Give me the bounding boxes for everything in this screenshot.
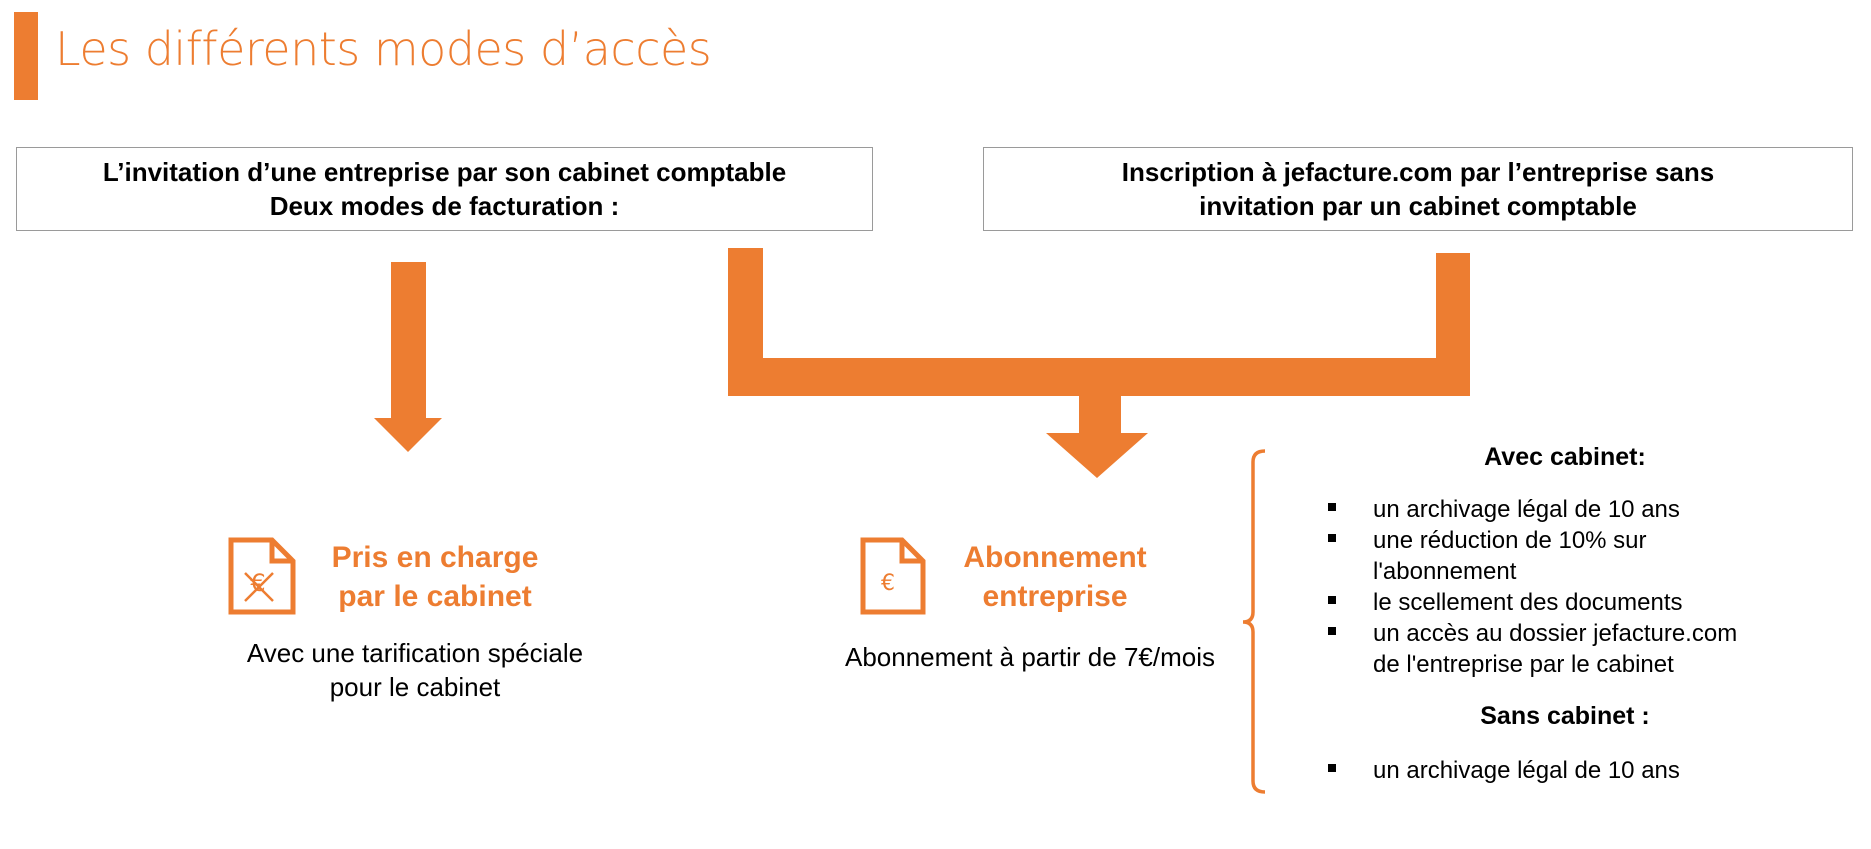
center-down-arrow (1046, 396, 1148, 478)
invitation-box-line2: Deux modes de facturation : (269, 191, 620, 221)
list-item: un archivage légal de 10 ans (1328, 755, 1828, 786)
option-entreprise-title-line1: Abonnement (963, 541, 1147, 574)
option-entreprise-description: Abonnement à partir de 7€/mois (845, 642, 1215, 672)
bullet-icon (1328, 764, 1336, 772)
option-cabinet-title: Pris en charge par le cabinet (310, 538, 560, 616)
bullet-icon (1328, 503, 1336, 511)
self-signup-box: Inscription à jefacture.com par l’entrep… (983, 147, 1853, 231)
sans-cabinet-list: un archivage légal de 10 ans (1328, 755, 1828, 786)
list-item-text-cont: l'abonnement (1373, 558, 1517, 585)
page-title: Les différents modes d’accès (55, 22, 712, 76)
option-cabinet-title-line2: par le cabinet (338, 580, 532, 613)
title-accent-bar (14, 12, 38, 100)
avec-cabinet-list: un archivage légal de 10 ans une réducti… (1328, 494, 1828, 680)
option-cabinet-title-line1: Pris en charge (331, 541, 539, 574)
list-item: le scellement des documents (1328, 587, 1828, 618)
avec-cabinet-heading: Avec cabinet: (1484, 443, 1646, 471)
bullet-icon (1328, 627, 1336, 635)
option-entreprise-title: Abonnement entreprise (935, 538, 1175, 616)
list-item: un accès au dossier jefacture.com de l'e… (1328, 618, 1828, 680)
list-item: une réduction de 10% sur l'abonnement (1328, 525, 1828, 587)
self-signup-box-line1: Inscription à jefacture.com par l’entrep… (1121, 157, 1715, 187)
list-item-text: un accès au dossier jefacture.com (1373, 620, 1738, 647)
document-euro-icon: € (860, 537, 926, 615)
sans-cabinet-heading: Sans cabinet : (1480, 702, 1650, 730)
option-cabinet-desc-line1: Avec une tarification spéciale (246, 638, 584, 668)
bullet-icon (1328, 534, 1336, 542)
curly-brace (1242, 449, 1266, 794)
list-item-text: une réduction de 10% sur (1373, 527, 1647, 554)
merge-connector (728, 248, 1470, 396)
list-item-text: le scellement des documents (1373, 589, 1683, 616)
bullet-icon (1328, 596, 1336, 604)
list-item-text: un archivage légal de 10 ans (1373, 496, 1680, 523)
option-entreprise-title-line2: entreprise (982, 580, 1128, 613)
option-cabinet-description: Avec une tarification spéciale pour le c… (200, 636, 630, 704)
option-cabinet-desc-line2: pour le cabinet (329, 672, 501, 702)
list-item-text: un archivage légal de 10 ans (1373, 757, 1680, 784)
left-down-arrow (374, 262, 442, 452)
list-item-text-cont: de l'entreprise par le cabinet (1373, 651, 1674, 678)
euro-symbol: € (881, 571, 895, 596)
invitation-box-line1: L’invitation d’une entreprise par son ca… (102, 157, 787, 187)
self-signup-box-line2: invitation par un cabinet comptable (1199, 191, 1637, 221)
invitation-box: L’invitation d’une entreprise par son ca… (16, 147, 873, 231)
document-crossed-euro-icon: € (228, 537, 296, 615)
list-item: un archivage légal de 10 ans (1328, 494, 1828, 525)
